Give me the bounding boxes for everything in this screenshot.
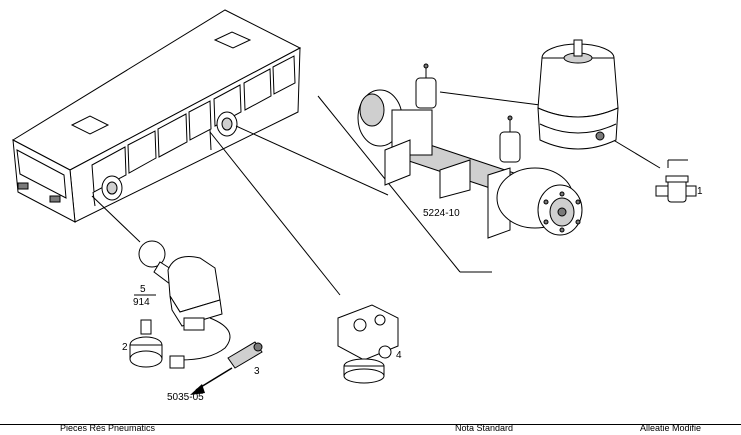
bus-side-windows (91, 55, 296, 193)
footer-left-text: Pieces Rès Pneumatics (60, 424, 156, 433)
ref-label-axle: 5224-10 (423, 208, 460, 219)
valve-item-4 (337, 304, 399, 384)
air-spring (537, 39, 619, 150)
item-label-1: 1 (697, 186, 703, 197)
item-label-2: 2 (122, 342, 128, 353)
sensor-item-3 (227, 341, 263, 369)
ref-label-arrow: 5035-05 (167, 392, 204, 403)
hub-bolts (543, 191, 581, 233)
arrow-5035-05 (190, 367, 233, 395)
item-label-4: 4 (396, 350, 402, 361)
hand-brake-valve (138, 240, 231, 361)
footer-mid-text: Nota Standard (455, 424, 514, 433)
bus-illustration (11, 9, 302, 223)
fitting-item-2 (129, 319, 185, 369)
tee-fitting (655, 175, 697, 203)
item-label-3: 3 (254, 366, 260, 377)
axle-assembly (357, 63, 583, 239)
item-label-5: 5 (140, 284, 146, 295)
item-label-914: 914 (133, 297, 150, 308)
footer-right-text: Alleatie Modifie (640, 424, 702, 433)
leader-lines (91, 91, 688, 296)
page-footer: Pieces Rès Pneumatics Nota Standard Alle… (0, 424, 741, 435)
